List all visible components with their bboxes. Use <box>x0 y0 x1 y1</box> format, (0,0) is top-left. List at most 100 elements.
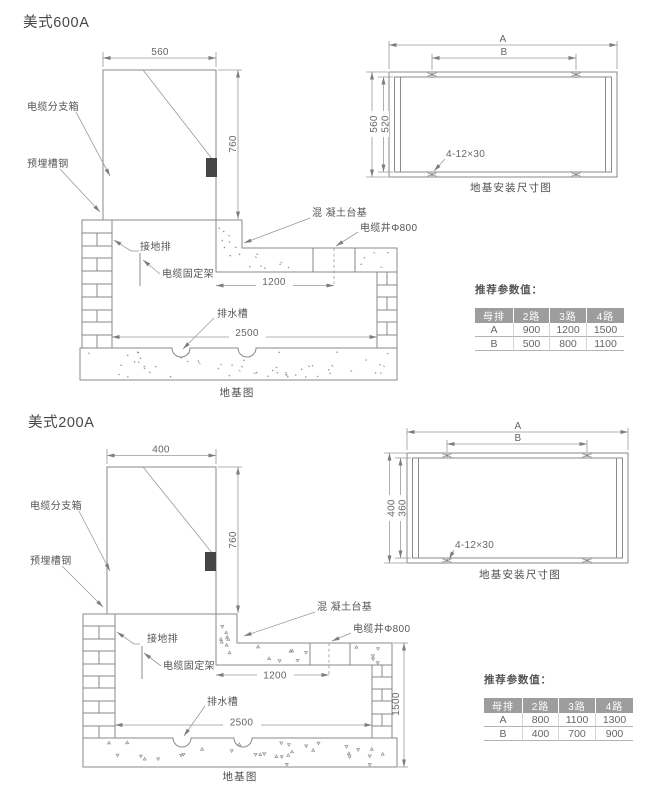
table-row: B 400 700 900 <box>484 727 633 741</box>
drain-label: 排水槽 <box>207 695 238 708</box>
dim-width-200: 400 <box>106 445 217 464</box>
bolt-hole-icon <box>427 72 437 77</box>
cell: 900 <box>596 727 633 741</box>
dim-label-b: B <box>515 433 522 444</box>
param-block-200: 推荐参数值： 母排 2路 3路 4路 A 800 1100 1300 <box>484 672 644 741</box>
dim-label: 760 <box>228 135 239 153</box>
bolt-hole-icon <box>571 72 581 77</box>
dim-label: 400 <box>387 499 398 517</box>
cell: 1300 <box>596 713 633 727</box>
cell: 800 <box>550 337 587 351</box>
cell: 1100 <box>559 713 596 727</box>
ground-bar-label: 接地排 <box>147 632 178 645</box>
plan-caption-200: 地基安装尺寸图 <box>479 568 561 581</box>
col-header-busbar: 母排 <box>484 698 523 713</box>
dim-height-200: 760 <box>218 466 242 613</box>
cabinet-label: 电缆分支箱 <box>30 499 82 512</box>
dim-label: 560 <box>151 47 169 58</box>
section-title-200a: 美式200A <box>28 415 95 431</box>
dim-width-600: 560 <box>102 47 217 67</box>
cell: B <box>475 337 514 351</box>
cabinet-door-handle <box>206 158 217 177</box>
col-header-3way: 3路 <box>559 698 596 713</box>
foundation-600 <box>79 219 398 381</box>
front-caption-200: 地基图 <box>222 770 257 783</box>
cell: 400 <box>523 727 559 741</box>
bolt-spec-label: 4-12×30 <box>455 540 494 551</box>
cabinet-label: 电缆分支箱 <box>27 100 79 113</box>
drain-label: 排水槽 <box>217 307 248 320</box>
dim-label: 760 <box>228 531 239 549</box>
concrete-base-label: 混 凝土台基 <box>317 600 372 613</box>
dim-label: 1500 <box>391 692 402 716</box>
col-header-4way: 4路 <box>596 698 633 713</box>
cell: 500 <box>514 337 550 351</box>
col-header-3way: 3路 <box>550 308 587 323</box>
dim-label: 2500 <box>230 718 254 729</box>
param-table-title: 推荐参数值： <box>475 284 543 296</box>
plan-view-200a: A B 400 360 4-12×30 地基安装尺寸图 <box>383 421 629 581</box>
cell: 800 <box>523 713 559 727</box>
param-block-600: 推荐参数值： 母排 2路 3路 4路 A 900 1200 1500 <box>475 282 635 351</box>
bolt-spec-label: 4-12×30 <box>446 149 485 160</box>
bolt-hole-icon <box>427 172 437 177</box>
col-header-busbar: 母排 <box>475 308 514 323</box>
cell: 1100 <box>587 337 624 351</box>
front-view-200a: 400 760 电缆分支箱 预埋槽钢 <box>30 445 411 784</box>
cable-bracket-label: 电缆固定架 <box>162 267 214 280</box>
table-row: A 800 1100 1300 <box>484 713 633 727</box>
cell: 700 <box>559 727 596 741</box>
foundation-200 <box>82 613 398 768</box>
bolt-hole-icon <box>442 453 452 458</box>
cable-well-label: 电缆井Φ800 <box>353 622 411 635</box>
dim-label: 520 <box>381 115 392 133</box>
cell: 1500 <box>587 323 624 337</box>
table-header-row: 母排 2路 3路 4路 <box>475 308 624 323</box>
param-table-title: 推荐参数值： <box>484 674 552 686</box>
front-caption-600: 地基图 <box>219 386 254 399</box>
ground-bar-label: 接地排 <box>140 240 171 253</box>
recommended-values-table-200: 母排 2路 3路 4路 A 800 1100 1300 B 400 700 90 <box>484 698 633 741</box>
dim-label-a: A <box>515 421 522 432</box>
bolt-hole-icon <box>571 172 581 177</box>
dim-label: 1200 <box>263 671 287 682</box>
table-row: A 900 1200 1500 <box>475 323 624 337</box>
bolt-hole-icon <box>582 558 592 563</box>
dim-label-b: B <box>501 47 508 58</box>
recommended-values-table-600: 母排 2路 3路 4路 A 900 1200 1500 B 500 800 11 <box>475 308 624 351</box>
cell: A <box>484 713 523 727</box>
cell: B <box>484 727 523 741</box>
dim-label: 560 <box>369 115 380 133</box>
plan-caption-600: 地基安装尺寸图 <box>470 181 552 194</box>
col-header-2way: 2路 <box>523 698 559 713</box>
cable-bracket-label: 电缆固定架 <box>163 659 215 672</box>
bolt-hole-icon <box>442 558 452 563</box>
section-title-600a: 美式600A <box>23 15 90 31</box>
table-row: B 500 800 1100 <box>475 337 624 351</box>
concrete-speckles <box>87 227 389 378</box>
cabinet-outline-200 <box>106 466 217 614</box>
cable-well-label: 电缆井Φ800 <box>360 221 418 234</box>
dim-label: 1200 <box>262 277 286 288</box>
front-view-600a: 560 760 电缆分支箱 预埋槽钢 <box>27 47 418 399</box>
table-header-row: 母排 2路 3路 4路 <box>484 698 633 713</box>
concrete-base-label: 混 凝土台基 <box>312 206 367 219</box>
dim-depth-200: 1500 <box>391 642 408 768</box>
cell: 900 <box>514 323 550 337</box>
col-header-4way: 4路 <box>587 308 624 323</box>
cell: 1200 <box>550 323 587 337</box>
dim-label: 2500 <box>235 328 259 339</box>
channel-steel-label: 预埋槽钢 <box>30 554 72 567</box>
dim-label: 400 <box>152 445 170 456</box>
channel-steel-label: 预埋槽钢 <box>27 157 69 170</box>
plan-view-600a: A B 560 520 4-12×30 地基安装尺寸图 <box>366 34 618 194</box>
dim-label-a: A <box>500 34 507 45</box>
dim-label: 360 <box>398 499 409 517</box>
bolt-hole-icon <box>582 453 592 458</box>
col-header-2way: 2路 <box>514 308 550 323</box>
dim-height-600: 760 <box>218 69 242 219</box>
cell: A <box>475 323 514 337</box>
cabinet-door-handle <box>205 552 216 571</box>
